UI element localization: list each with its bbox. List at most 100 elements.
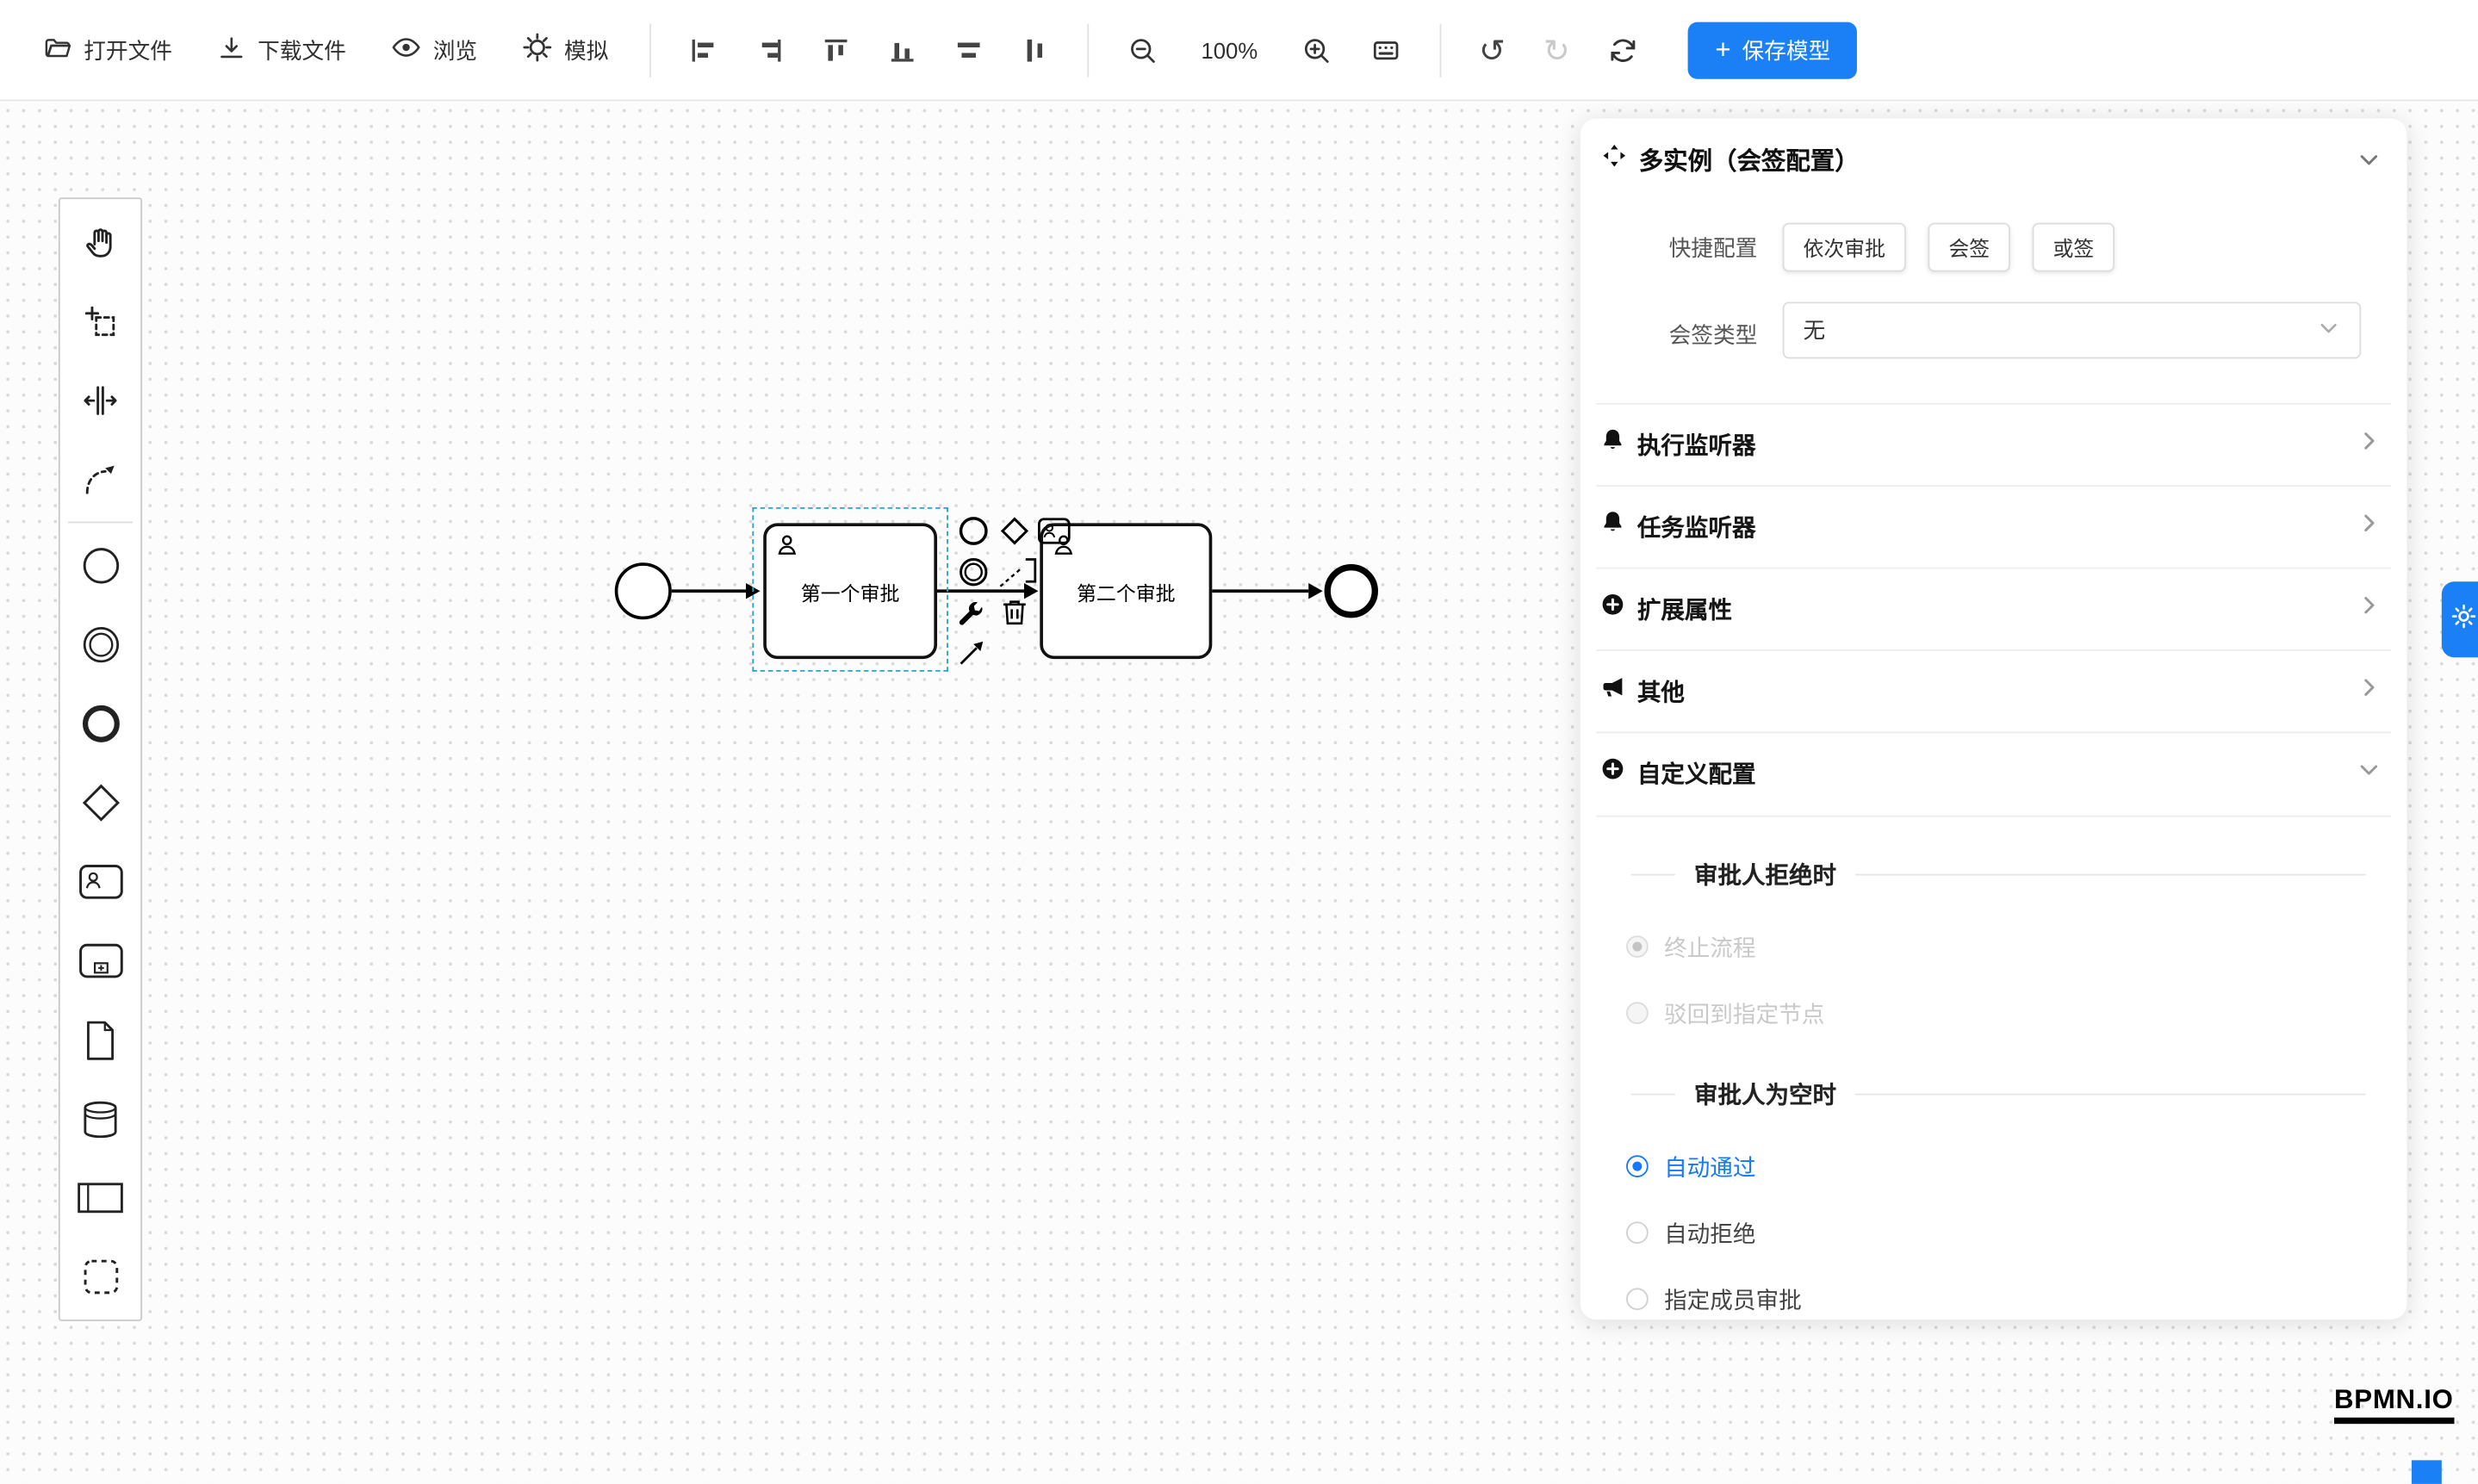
delete-button[interactable] bbox=[1000, 598, 1028, 628]
task-label: 第一个审批 bbox=[800, 582, 900, 605]
create-group[interactable] bbox=[60, 1238, 141, 1317]
sequence-flow-2[interactable] bbox=[937, 589, 1024, 593]
sign-type-label: 会签类型 bbox=[1668, 322, 1758, 348]
append-end-event-button[interactable] bbox=[958, 515, 990, 547]
append-intermediate-event-button[interactable] bbox=[958, 556, 990, 588]
start-event[interactable] bbox=[614, 562, 672, 620]
quick-config-group: 依次审批 会签 或签 bbox=[1782, 222, 2115, 272]
radio-label: 驳回到指定节点 bbox=[1664, 1003, 1825, 1028]
align-center-vertical-button[interactable] bbox=[1007, 24, 1064, 75]
simulate-button[interactable]: 模拟 bbox=[504, 21, 625, 79]
divider bbox=[1596, 485, 2392, 487]
append-user-task-button[interactable] bbox=[1037, 517, 1071, 545]
folder-icon bbox=[43, 33, 73, 67]
section-extended-properties[interactable]: 扩展属性 bbox=[1581, 587, 2407, 630]
megaphone-icon bbox=[1599, 674, 1626, 708]
create-subprocess[interactable] bbox=[60, 922, 141, 1001]
divider bbox=[1596, 567, 2392, 569]
corner-blue-handle[interactable] bbox=[2411, 1460, 2442, 1484]
zoom-out-icon bbox=[1131, 38, 1155, 63]
create-data-object[interactable] bbox=[60, 1000, 141, 1079]
panel-header[interactable]: 多实例（会签配置） bbox=[1581, 133, 2407, 186]
quick-option-sequential[interactable]: 依次审批 bbox=[1782, 222, 1906, 272]
arrowhead bbox=[1023, 583, 1039, 599]
radio-terminate-process[interactable]: 终止流程 bbox=[1626, 933, 1755, 961]
save-model-button[interactable]: + 保存模型 bbox=[1688, 21, 1858, 78]
double-circle-icon bbox=[960, 558, 988, 587]
align-top-icon bbox=[824, 38, 848, 60]
preview-label: 浏览 bbox=[432, 37, 478, 63]
zoom-in-button[interactable] bbox=[1286, 23, 1346, 77]
section-task-listeners[interactable]: 任务监听器 bbox=[1581, 504, 2407, 548]
append-gateway-button[interactable] bbox=[999, 515, 1031, 547]
bpmn-io-logo[interactable]: BPMN.IO bbox=[2334, 1384, 2454, 1425]
global-connect-tool[interactable] bbox=[60, 439, 141, 518]
eye-icon bbox=[390, 32, 422, 68]
radio-label: 指定成员审批 bbox=[1664, 1288, 1802, 1314]
sequence-flow-3[interactable] bbox=[1212, 589, 1309, 593]
task-second-approval[interactable]: 第二个审批 bbox=[1040, 523, 1213, 660]
gateway-icon bbox=[81, 784, 120, 822]
change-type-button[interactable] bbox=[956, 599, 986, 629]
intermediate-event-icon bbox=[82, 626, 119, 663]
radio-circle bbox=[1626, 1288, 1649, 1311]
preview-button[interactable]: 浏览 bbox=[373, 21, 494, 79]
hand-tool[interactable] bbox=[60, 202, 141, 282]
quick-option-countersign[interactable]: 会签 bbox=[1928, 222, 2010, 272]
trash-icon bbox=[1003, 600, 1026, 625]
chevron-down-icon[interactable] bbox=[2357, 147, 2382, 181]
open-file-label: 打开文件 bbox=[84, 37, 172, 63]
redo-button[interactable]: ↻ bbox=[1529, 23, 1584, 77]
fit-viewport-button[interactable] bbox=[1356, 23, 1416, 77]
align-top-button[interactable] bbox=[808, 24, 865, 75]
radio-auto-reject[interactable]: 自动拒绝 bbox=[1626, 1219, 1755, 1248]
radio-return-to-node[interactable]: 驳回到指定节点 bbox=[1626, 999, 1824, 1028]
text-annotation-icon bbox=[999, 558, 1037, 587]
zoom-in-icon bbox=[1304, 38, 1329, 63]
lasso-tool[interactable] bbox=[60, 282, 141, 361]
chevron-right-icon bbox=[2357, 510, 2382, 543]
wrench-icon bbox=[959, 602, 983, 625]
data-store-icon bbox=[84, 1100, 117, 1138]
sign-type-select[interactable]: 无 bbox=[1782, 301, 2362, 359]
palette bbox=[58, 197, 143, 1321]
open-file-button[interactable]: 打开文件 bbox=[25, 22, 189, 78]
align-right-button[interactable] bbox=[742, 24, 798, 75]
create-end-event[interactable] bbox=[60, 684, 141, 763]
end-event[interactable] bbox=[1324, 564, 1378, 618]
divider bbox=[1596, 731, 2392, 734]
radio-circle bbox=[1626, 1155, 1649, 1177]
space-tool[interactable] bbox=[60, 360, 141, 439]
create-user-task[interactable] bbox=[60, 842, 141, 922]
toolbar-separator bbox=[1439, 22, 1442, 77]
reject-section-title: 审批人拒绝时 bbox=[1630, 858, 2366, 890]
redo-icon: ↻ bbox=[1543, 30, 1570, 69]
divider bbox=[1596, 649, 2392, 651]
radio-designated-member[interactable]: 指定成员审批 bbox=[1626, 1285, 1802, 1314]
create-gateway[interactable] bbox=[60, 763, 141, 842]
task-first-approval[interactable]: 第一个审批 bbox=[763, 523, 938, 660]
section-custom-config[interactable]: 自定义配置 bbox=[1581, 751, 2407, 795]
sequence-flow-1[interactable] bbox=[671, 589, 747, 593]
arrowhead bbox=[1308, 583, 1323, 599]
create-data-store[interactable] bbox=[60, 1079, 141, 1158]
align-bottom-button[interactable] bbox=[874, 24, 931, 75]
create-participant[interactable] bbox=[60, 1158, 141, 1238]
section-other[interactable]: 其他 bbox=[1581, 668, 2407, 712]
settings-tab[interactable] bbox=[2441, 581, 2478, 658]
create-start-event[interactable] bbox=[60, 526, 141, 605]
append-text-annotation-button[interactable] bbox=[996, 553, 1040, 591]
connect-button[interactable] bbox=[956, 636, 988, 668]
refresh-button[interactable] bbox=[1593, 23, 1654, 77]
radio-auto-pass[interactable]: 自动通过 bbox=[1626, 1152, 1755, 1182]
download-file-button[interactable]: 下载文件 bbox=[199, 22, 363, 78]
quick-option-orsign[interactable]: 或签 bbox=[2032, 222, 2115, 272]
create-intermediate-event[interactable] bbox=[60, 605, 141, 685]
save-model-label: 保存模型 bbox=[1742, 37, 1831, 63]
undo-button[interactable]: ↺ bbox=[1465, 23, 1520, 77]
align-left-button[interactable] bbox=[674, 24, 731, 75]
section-execution-listeners[interactable]: 执行监听器 bbox=[1581, 422, 2407, 466]
align-center-horizontal-button[interactable] bbox=[941, 24, 997, 75]
zoom-out-button[interactable] bbox=[1113, 23, 1173, 77]
participant-icon bbox=[78, 1183, 123, 1214]
